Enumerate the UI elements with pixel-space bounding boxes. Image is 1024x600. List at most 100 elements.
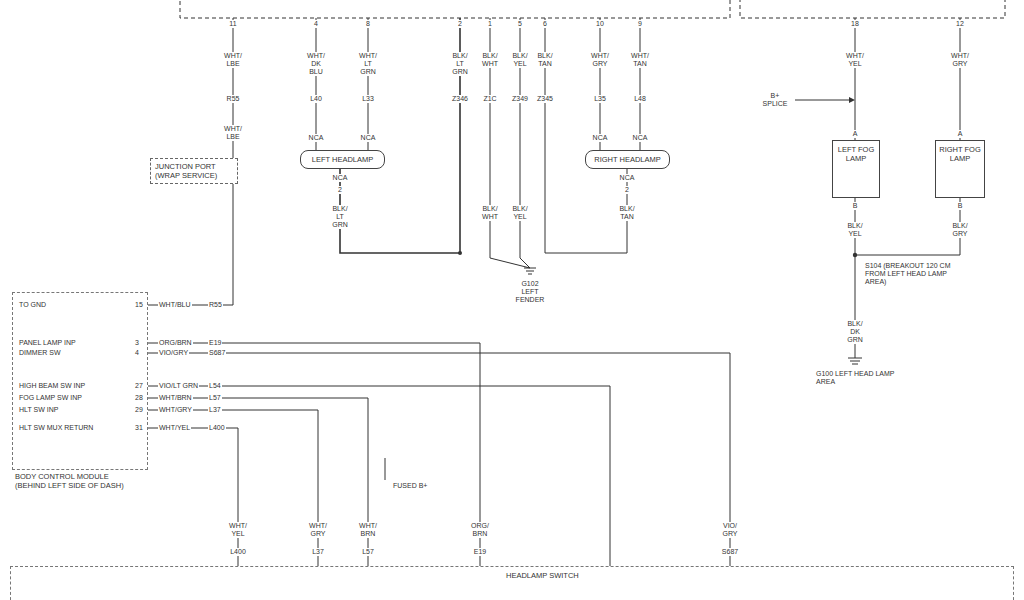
circuit-number: E19: [473, 548, 487, 556]
pin-number: 2: [337, 186, 343, 194]
wire-color: BLK/ LT GRN: [331, 205, 349, 229]
wire-color: WHT/ LBE: [223, 52, 243, 68]
wire: [545, 18, 640, 253]
pin-number: NCA: [332, 174, 349, 182]
circuit-number: R55: [226, 95, 241, 103]
circuit-number: S687: [208, 349, 226, 357]
wire-color: WHT/ LT GRN: [358, 52, 378, 76]
wire: [316, 18, 368, 150]
circuit-number: S687: [721, 548, 739, 556]
pin-number: 1: [487, 20, 493, 28]
wire-color: BLK/ WHT: [481, 205, 499, 221]
ground-label: G102 LEFT FENDER: [515, 280, 546, 304]
wire-color: WHT/ GRY: [308, 522, 328, 538]
wire: [148, 386, 610, 566]
circuit-number: Z345: [536, 95, 554, 103]
pin-number: NCA: [632, 134, 649, 142]
ground-label: G100 LEFT HEAD LAMP AREA: [815, 370, 897, 386]
pin-number: A: [852, 130, 859, 138]
wire-color: WHT/ LBE: [223, 125, 243, 141]
node-title: LEFT HEADLAMP: [309, 155, 376, 164]
wire-color: WHT/ BRN: [358, 522, 378, 538]
node-title: RIGHT HEADLAMP: [594, 155, 661, 164]
pin-number: NCA: [592, 134, 609, 142]
pin-number: 31: [134, 424, 144, 432]
splice-dot: [853, 253, 857, 257]
pin-number: 2: [457, 20, 463, 28]
node-title: BODY CONTROL MODULE (BEHIND LEFT SIDE OF…: [15, 472, 140, 490]
pin-number: B: [957, 202, 964, 210]
wire-color: WHT/GRY: [158, 406, 193, 414]
pin-function: DIMMER SW: [18, 349, 62, 357]
leader-line: [385, 458, 386, 480]
fog-lamp: LEFT FOG LAMP: [832, 140, 880, 198]
pin-number: 4: [313, 20, 319, 28]
wire: [148, 343, 730, 566]
wire-color: WHT/BLU: [158, 301, 192, 309]
circuit-number: L48: [633, 95, 647, 103]
wire-color: BLK/ GRY: [951, 222, 968, 238]
splice-label: B+ SPLICE: [762, 92, 789, 108]
wire-color: BLK/ TAN: [618, 205, 635, 221]
wire-color: BLK/ LT GRN: [451, 52, 469, 76]
node-title: RIGHT FOG LAMP: [939, 145, 981, 163]
wire: [340, 18, 460, 253]
pin-number: NCA: [308, 134, 325, 142]
node-title: HEADLAMP SWITCH: [506, 571, 1013, 580]
arrowhead: [849, 97, 855, 103]
ground-symbol: [848, 358, 862, 364]
circuit-number: R55: [208, 301, 223, 309]
wire-color: ORG/ BRN: [470, 522, 490, 538]
pin-function: HLT SW MUX RETURN: [18, 424, 94, 432]
circuit-number: L57: [361, 548, 375, 556]
pin-number: 11: [228, 20, 237, 28]
pin-number: A: [957, 130, 964, 138]
circuit-number: L54: [208, 382, 222, 390]
wire-connector: [148, 386, 610, 566]
pin-number: 4: [134, 349, 140, 357]
pin-number: 29: [134, 406, 144, 414]
circuit-number: L40: [309, 95, 323, 103]
circuit-number: Z349: [511, 95, 529, 103]
headlamp: RIGHT HEADLAMP: [585, 150, 670, 169]
wire-color: WHT/ GRY: [950, 52, 970, 68]
pin-function: TO GND: [18, 301, 47, 309]
wire-color: ORG/BRN: [158, 339, 193, 347]
pin-function: PANEL LAMP INP: [18, 339, 77, 347]
pin-number: 2: [624, 186, 630, 194]
wire-color: BLK/ WHT: [481, 52, 499, 68]
circuit-number: E19: [208, 339, 222, 347]
wire-connector: [148, 184, 233, 305]
pin-number: 28: [134, 394, 144, 402]
wire-color: BLK/ YEL: [511, 52, 528, 68]
fog-lamp: RIGHT FOG LAMP: [935, 140, 985, 198]
circuit-number: Z1C: [482, 95, 497, 103]
pin-number: 10: [595, 20, 605, 28]
ground-symbol: [524, 268, 536, 274]
leader-line: [795, 100, 850, 101]
wire-color: BLK/ TAN: [536, 52, 553, 68]
circuit-number: L400: [229, 548, 247, 556]
pin-number: B: [852, 202, 859, 210]
module-outline: [740, 0, 1005, 18]
circuit-number: L37: [311, 548, 325, 556]
control-module: BODY CONTROL MODULE (BEHIND LEFT SIDE OF…: [12, 292, 148, 470]
module-outline: [180, 0, 730, 18]
wire-color: BLK/ YEL: [511, 205, 528, 221]
headlamp: LEFT HEADLAMP: [300, 150, 385, 169]
node-title: JUNCTION PORT (WRAP SERVICE): [155, 162, 233, 180]
pin-number: NCA: [619, 174, 636, 182]
wire-color: WHT/ YEL: [845, 52, 865, 68]
wire-color: VIO/LT GRN: [158, 382, 199, 390]
pin-number: 5: [517, 20, 523, 28]
wire-color: WHT/ DK BLU: [306, 52, 326, 76]
wire: [855, 18, 960, 140]
circuit-number: L400: [208, 424, 226, 432]
pin-number: 12: [955, 20, 965, 28]
pin-function: HIGH BEAM SW INP: [18, 382, 86, 390]
wire: [148, 184, 233, 305]
wire-color: VIO/GRY: [158, 349, 189, 357]
